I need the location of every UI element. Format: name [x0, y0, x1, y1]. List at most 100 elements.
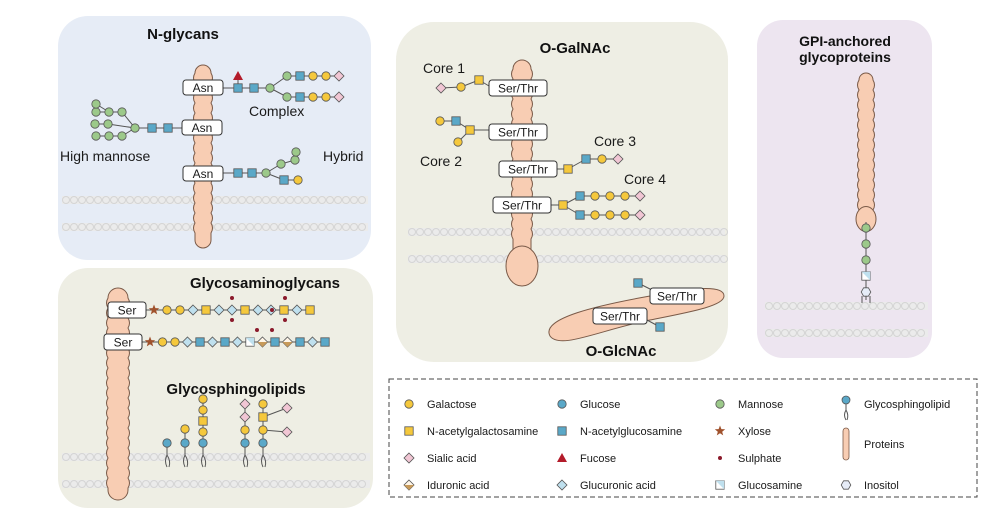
- lipid-head: [286, 480, 294, 488]
- galactose-icon: [198, 405, 208, 415]
- lipid-head: [262, 223, 270, 231]
- legend-box: [388, 378, 978, 498]
- lipid-head: [464, 255, 472, 263]
- lipid-head: [704, 228, 712, 236]
- glcnac-icon: [575, 210, 585, 220]
- fucose-icon: [557, 453, 567, 462]
- galactose-icon: [605, 210, 615, 220]
- o-galnac-title: O-GalNAc: [540, 40, 611, 57]
- mannose-icon: [130, 123, 140, 133]
- galactose-icon: [590, 191, 600, 201]
- glucose-icon: [258, 438, 268, 448]
- lipid-head: [294, 223, 302, 231]
- lipid-head: [464, 228, 472, 236]
- sialic-icon: [634, 190, 646, 202]
- lipid-head: [901, 329, 909, 337]
- sialic-icon: [239, 398, 251, 410]
- lipid-head: [342, 480, 350, 488]
- o-glycans-panel: [396, 22, 728, 362]
- lipid-head: [893, 302, 901, 310]
- lipid-head: [424, 255, 432, 263]
- lipid-head: [600, 255, 608, 263]
- lipid-head: [480, 228, 488, 236]
- sialic-icon: [333, 70, 345, 82]
- legend-item-sulphate: Sulphate: [718, 453, 781, 465]
- gag-gsl-panel: [58, 268, 373, 508]
- lipid-head: [885, 329, 893, 337]
- lipid-head: [765, 302, 773, 310]
- gsl-stem-2: [201, 447, 207, 468]
- legend-item-glucosamine: Glucosamine: [715, 480, 802, 492]
- lipid-head: [853, 302, 861, 310]
- lipid-head: [342, 196, 350, 204]
- galactose-icon: [435, 116, 445, 126]
- lipid-head: [142, 223, 150, 231]
- ser-thr-tag-4: Ser/Thr: [492, 196, 552, 214]
- lipid-head: [909, 302, 917, 310]
- lipid-head: [688, 228, 696, 236]
- gsl-tails: [243, 447, 249, 468]
- galactose-icon: [308, 71, 318, 81]
- lipid-head: [640, 255, 648, 263]
- asn-tag-3: Asn: [182, 165, 224, 182]
- lipid-head: [869, 302, 877, 310]
- lipid-head: [78, 453, 86, 461]
- asn-tag-1-text: Asn: [193, 81, 214, 95]
- lipid-head: [789, 329, 797, 337]
- lipid-head: [326, 453, 334, 461]
- galactose-icon: [258, 399, 268, 409]
- legend-label-glcnac: N-acetylglucosamine: [580, 426, 682, 438]
- lipid-head: [110, 223, 118, 231]
- asn-tag-1: Asn: [182, 79, 224, 96]
- ser-tag-2: Ser: [103, 333, 143, 351]
- lipid-head: [456, 228, 464, 236]
- galnac-icon: [279, 305, 289, 315]
- sulphate-icon: [255, 328, 259, 332]
- mannose-icon: [104, 107, 114, 117]
- sialic-icon: [281, 426, 293, 438]
- lipid-head: [126, 196, 134, 204]
- galnac-icon: [558, 200, 568, 210]
- asn-tag-3-box: [182, 165, 224, 182]
- glcnac-icon: [557, 426, 567, 436]
- glucuronic-icon: [181, 336, 194, 348]
- glucuronic-icon: [231, 336, 244, 348]
- lipid-head: [720, 228, 728, 236]
- mannose-icon: [117, 107, 127, 117]
- lipid-head: [182, 223, 190, 231]
- legend-item-glcnac: N-acetylglucosamine: [557, 426, 682, 438]
- lipid-head: [158, 453, 166, 461]
- legend-label-fucose: Fucose: [580, 453, 616, 465]
- lipid-head: [640, 228, 648, 236]
- lipid-head: [246, 223, 254, 231]
- lipid-head: [222, 480, 230, 488]
- lipid-head: [86, 196, 94, 204]
- ser-thr-tag-2-text: Ser/Thr: [498, 126, 538, 140]
- lipid-head: [238, 223, 246, 231]
- lipid-head: [456, 255, 464, 263]
- galnac-icon: [563, 164, 573, 174]
- lipid-head: [302, 480, 310, 488]
- sialic-icon: [239, 411, 251, 423]
- glcnac-icon: [147, 123, 157, 133]
- lipid-head: [174, 196, 182, 204]
- lipid-head: [861, 329, 869, 337]
- lipid-head: [110, 196, 118, 204]
- lipid-head: [230, 196, 238, 204]
- lipid-head: [334, 196, 342, 204]
- lipid-head: [805, 329, 813, 337]
- asn-tag-2-text: Asn: [192, 121, 213, 135]
- galactose-icon: [308, 92, 318, 102]
- iduronic-fill: [404, 485, 414, 490]
- legend-item-glucose: Glucose: [557, 399, 620, 411]
- lipid-head: [142, 196, 150, 204]
- mannose-icon: [282, 71, 292, 81]
- lipid-head: [78, 223, 86, 231]
- lipid-head: [166, 480, 174, 488]
- galactose-icon: [180, 424, 190, 434]
- xylose-icon: [148, 304, 160, 315]
- lipid-head: [270, 480, 278, 488]
- o-glycans-membrane: [408, 228, 728, 263]
- lipid-head: [600, 228, 608, 236]
- galactose-icon: [597, 154, 607, 164]
